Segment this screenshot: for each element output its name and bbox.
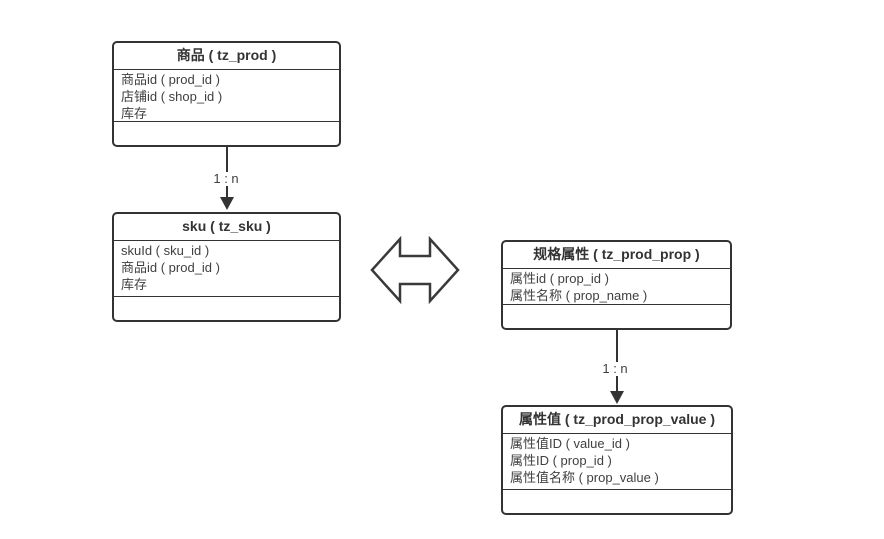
entity-field: 属性名称 ( prop_name ) [510,288,648,303]
entity-field-list: 属性值ID ( value_id ) 属性ID ( prop_id ) 属性值名… [503,434,731,490]
arrow-down-icon [610,391,624,404]
relation-cardinality-label: 1 : n [599,362,631,376]
entity-empty-section [503,305,730,328]
double-arrow-icon [370,236,460,304]
entity-sku-table: sku ( tz_sku ) skuId ( sku_id ) 商品id ( p… [112,212,341,322]
relation-cardinality-label: 1 : n [210,172,242,186]
relation-line [616,330,618,391]
entity-title: 规格属性 ( tz_prod_prop ) [503,242,730,269]
entity-prod-prop-table: 规格属性 ( tz_prod_prop ) 属性id ( prop_id ) 属… [501,240,732,330]
entity-field-list: skuId ( sku_id ) 商品id ( prod_id ) 库存 [114,241,339,297]
entity-title: 商品 ( tz_prod ) [114,43,339,70]
entity-prod-table: 商品 ( tz_prod ) 商品id ( prod_id ) 店铺id ( s… [112,41,341,147]
entity-field: 属性值ID ( value_id ) [510,436,630,451]
entity-field: 商品id ( prod_id ) [121,260,220,275]
entity-field: 属性值名称 ( prop_value ) [510,470,659,485]
entity-field: 属性ID ( prop_id ) [510,453,612,468]
entity-field: 商品id ( prod_id ) [121,72,220,87]
entity-field: 库存 [121,106,148,121]
entity-empty-section [114,297,339,320]
entity-field-list: 商品id ( prod_id ) 店铺id ( shop_id ) 库存 [114,70,339,122]
arrow-down-icon [220,197,234,210]
entity-empty-section [503,490,731,513]
entity-field: 库存 [121,277,148,292]
entity-prod-prop-value-table: 属性值 ( tz_prod_prop_value ) 属性值ID ( value… [501,405,733,515]
entity-empty-section [114,122,339,145]
entity-field: skuId ( sku_id ) [121,243,210,258]
entity-title: sku ( tz_sku ) [114,214,339,241]
entity-field: 店铺id ( shop_id ) [121,89,223,104]
entity-field-list: 属性id ( prop_id ) 属性名称 ( prop_name ) [503,269,730,305]
entity-title: 属性值 ( tz_prod_prop_value ) [503,407,731,434]
entity-field: 属性id ( prop_id ) [510,271,609,286]
